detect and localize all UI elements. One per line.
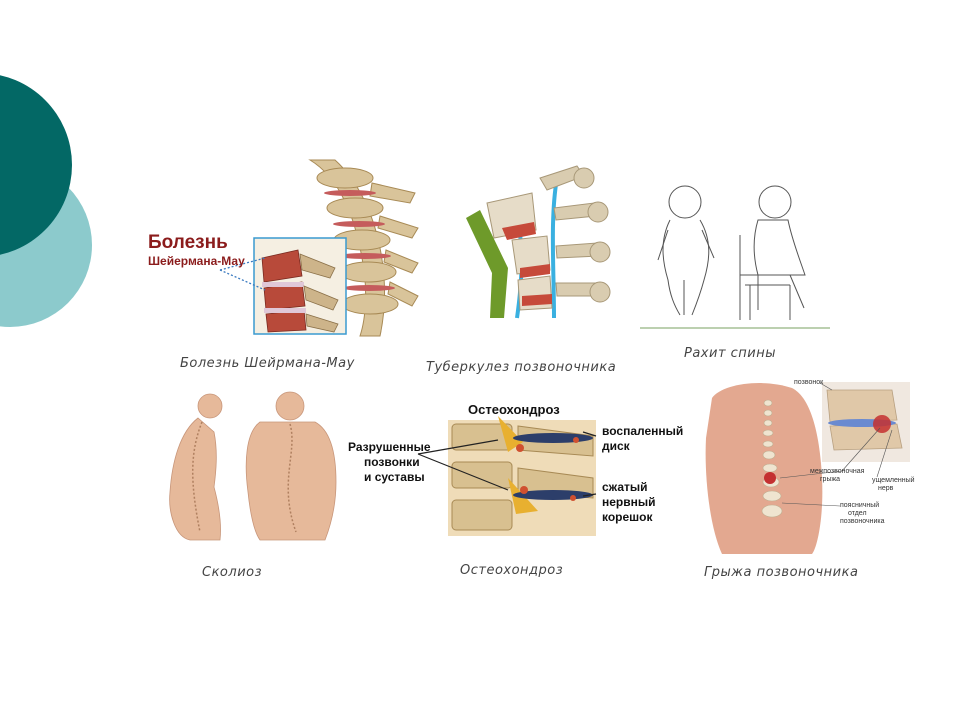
hernia-label-hernia-1: межпозвоночная bbox=[810, 468, 865, 475]
osteochondrosis-left-label-2: позвонки bbox=[364, 455, 420, 469]
osteochondrosis-right-bottom-3: корешок bbox=[602, 510, 653, 524]
osteochondrosis-left-label-1: Разрушенные bbox=[348, 440, 431, 454]
scheuermann-illustration bbox=[219, 159, 419, 337]
tuberculosis-illustration bbox=[466, 165, 611, 319]
rickets-illustration bbox=[640, 185, 830, 329]
scheuermann-title-line2: Шейермана-Мау bbox=[148, 254, 245, 268]
scoliosis-illustration bbox=[169, 391, 337, 541]
hernia-label-lumbar-3: позвоночника bbox=[840, 518, 885, 525]
hernia-label-nerve-2: нерв bbox=[878, 485, 894, 492]
panel-osteochondrosis: Остеохондроз Разрушенные позвонки и суст… bbox=[348, 396, 698, 538]
hernia-label-lumbar-2: отдел bbox=[848, 510, 867, 517]
scheuermann-title-line1: Болезнь bbox=[148, 232, 228, 253]
caption-scoliosis: Сколиоз bbox=[202, 565, 263, 580]
caption-scheuermann: Болезнь Шейрмана-Мау bbox=[180, 356, 355, 371]
panel-tuberculosis bbox=[462, 158, 622, 323]
panel-scoliosis bbox=[150, 391, 350, 542]
panel-rickets bbox=[640, 180, 830, 330]
hernia-label-nerve-1: ущемленный bbox=[872, 477, 915, 484]
osteochondrosis-right-top-1: воспаленный bbox=[602, 424, 684, 438]
osteochondrosis-left-label-3: и суставы bbox=[364, 470, 425, 484]
hernia-label-vertebra: позвонок bbox=[794, 379, 824, 386]
caption-rickets: Рахит спины bbox=[684, 346, 777, 361]
osteochondrosis-illustration bbox=[417, 416, 597, 536]
panel-hernia: позвонок межпозвоночная грыжа ущемленный… bbox=[702, 378, 915, 556]
teal-circle-decoration bbox=[0, 75, 92, 327]
caption-osteochondrosis: Остеохондроз bbox=[460, 563, 564, 578]
osteochondrosis-title: Остеохондроз bbox=[468, 402, 560, 417]
panel-scheuermann: Болезнь Шейермана-Мау bbox=[140, 158, 420, 338]
osteochondrosis-right-top-2: диск bbox=[602, 439, 630, 453]
hernia-label-lumbar-1: поясничный bbox=[840, 502, 880, 509]
hernia-illustration bbox=[705, 382, 910, 554]
hernia-label-hernia-2: грыжа bbox=[820, 476, 841, 483]
caption-hernia: Грыжа позвоночника bbox=[704, 565, 859, 580]
caption-tuberculosis: Туберкулез позвоночника bbox=[426, 360, 617, 375]
osteochondrosis-right-bottom-2: нервный bbox=[602, 495, 656, 509]
osteochondrosis-right-bottom-1: сжатый bbox=[602, 480, 648, 494]
